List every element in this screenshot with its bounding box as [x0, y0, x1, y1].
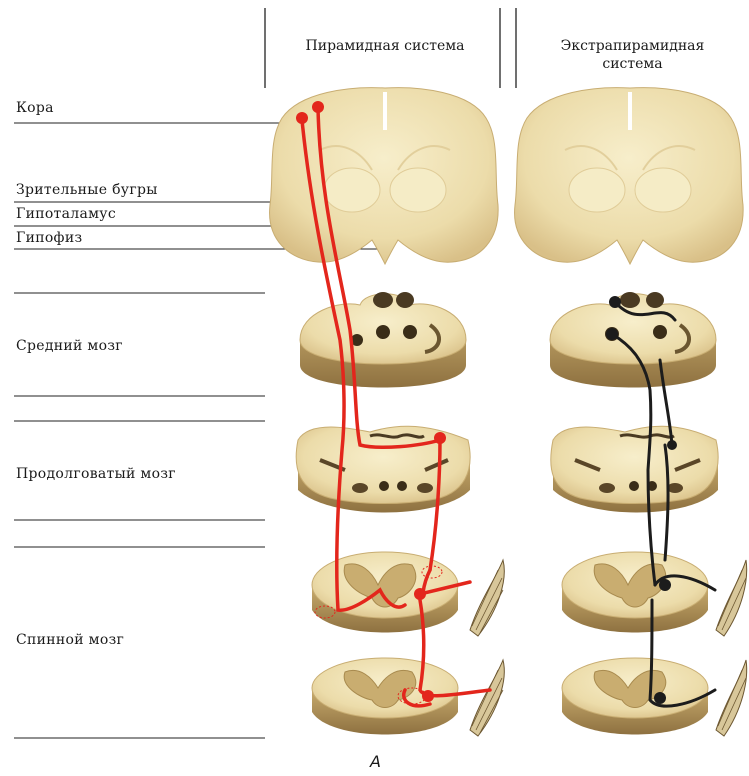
midbrain-section-pyramidal [300, 292, 466, 388]
spinal-section-upper-pyramidal [312, 552, 458, 633]
medulla-section-extrapyramidal [551, 426, 718, 512]
column-dividers [265, 8, 516, 88]
brain-section-extrapyramidal [515, 88, 744, 264]
striated-muscle-icon [470, 560, 504, 636]
spinal-section-upper-extrapyramidal [562, 552, 708, 633]
striated-muscle-icon [716, 660, 747, 736]
striated-muscle-icon [716, 560, 747, 636]
midbrain-section-extrapyramidal [550, 292, 716, 388]
striated-muscle-icon [470, 660, 504, 736]
spinal-section-lower-extrapyramidal [562, 658, 708, 735]
